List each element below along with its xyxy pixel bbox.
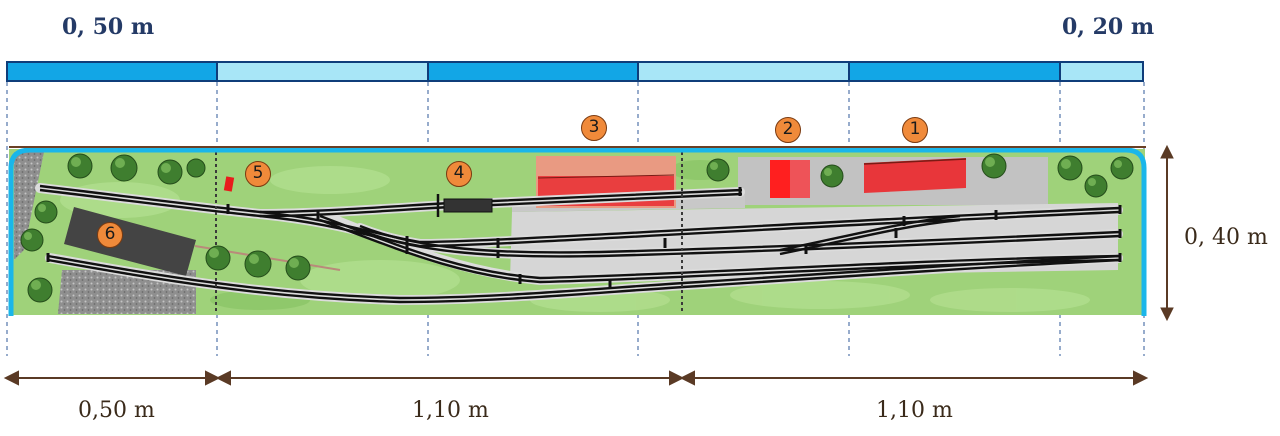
gravel-area [14, 152, 44, 260]
rail-joiners [46, 187, 1122, 288]
marker-4: 4 [446, 161, 472, 187]
height-label: 0, 40 m [1184, 225, 1268, 250]
trees [20, 153, 1134, 303]
marker-3: 3 [581, 115, 607, 141]
scale-segment [1059, 61, 1144, 82]
marker-6: 6 [97, 222, 123, 248]
building-6 [64, 207, 196, 276]
scale-right-label: 0, 20 m [1062, 14, 1155, 40]
tracks [39, 184, 1121, 304]
width-dimension-arrows [3, 370, 1149, 386]
height-dimension-arrow [1160, 144, 1174, 322]
dimension-label-module-3: 1,10 m [876, 398, 953, 423]
marker-5: 5 [245, 161, 271, 187]
layout-frame [8, 147, 1147, 316]
dimension-label-module-2: 1,10 m [412, 398, 489, 423]
dimension-label-module-1: 0,50 m [78, 398, 155, 423]
building-1 [864, 158, 966, 193]
small-signal-5 [223, 176, 235, 192]
marker-2: 2 [775, 117, 801, 143]
marker-1: 1 [902, 117, 928, 143]
scale-left-label: 0, 50 m [62, 14, 155, 40]
locomotive-4 [443, 198, 493, 213]
